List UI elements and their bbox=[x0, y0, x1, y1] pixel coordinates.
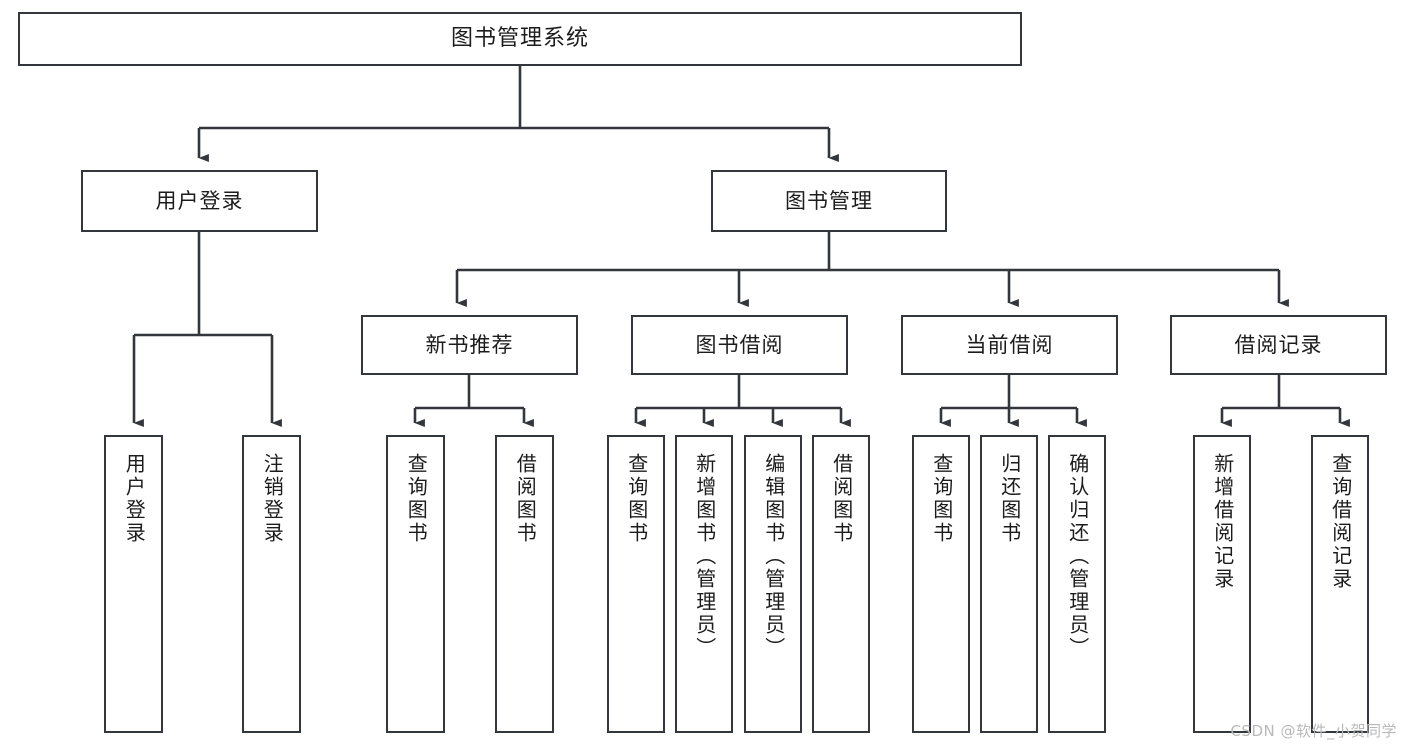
leaf-query-borrow-record[interactable]: 查询借阅记录 bbox=[1311, 435, 1369, 733]
leaf-label: 编辑图书（管理员） bbox=[761, 453, 786, 660]
node-label: 新书推荐 bbox=[425, 332, 514, 357]
leaf-edit-book-admin[interactable]: 编辑图书（管理员） bbox=[744, 435, 802, 733]
node-label: 图书借阅 bbox=[695, 332, 784, 357]
leaf-label: 查询图书 bbox=[404, 453, 429, 545]
leaf-return-book[interactable]: 归还图书 bbox=[980, 435, 1038, 733]
node-label: 图书管理 bbox=[785, 188, 873, 213]
leaf-label: 新增借阅记录 bbox=[1210, 453, 1235, 591]
leaf-label: 新增图书（管理员） bbox=[692, 453, 717, 660]
leaf-label: 注销登录 bbox=[260, 453, 285, 545]
leaf-query-book-recommend[interactable]: 查询图书 bbox=[386, 435, 445, 733]
node-book-manage[interactable]: 图书管理 bbox=[711, 170, 947, 232]
leaf-borrow-book[interactable]: 借阅图书 bbox=[812, 435, 870, 733]
node-root-book-management-system[interactable]: 图书管理系统 bbox=[18, 12, 1022, 66]
leaf-label: 查询图书 bbox=[929, 453, 954, 545]
node-label: 用户登录 bbox=[155, 188, 244, 213]
leaf-logout[interactable]: 注销登录 bbox=[242, 435, 301, 733]
leaf-label: 查询图书 bbox=[624, 453, 649, 545]
leaf-label: 借阅图书 bbox=[829, 453, 854, 545]
leaf-borrow-book-recommend[interactable]: 借阅图书 bbox=[495, 435, 554, 733]
leaf-user-login[interactable]: 用户登录 bbox=[104, 435, 163, 733]
leaf-query-book-borrow[interactable]: 查询图书 bbox=[607, 435, 665, 733]
leaf-query-book-current[interactable]: 查询图书 bbox=[912, 435, 970, 733]
node-current-borrow[interactable]: 当前借阅 bbox=[901, 315, 1118, 375]
leaf-add-book-admin[interactable]: 新增图书（管理员） bbox=[675, 435, 733, 733]
leaf-label: 借阅图书 bbox=[513, 453, 538, 545]
node-new-book-recommend[interactable]: 新书推荐 bbox=[361, 315, 578, 375]
leaf-label: 查询借阅记录 bbox=[1328, 453, 1353, 591]
node-label: 当前借阅 bbox=[965, 332, 1054, 357]
node-borrow-record[interactable]: 借阅记录 bbox=[1170, 315, 1387, 375]
leaf-confirm-return-admin[interactable]: 确认归还（管理员） bbox=[1048, 435, 1106, 733]
leaf-label: 确认归还（管理员） bbox=[1065, 453, 1090, 660]
node-label: 图书管理系统 bbox=[450, 26, 589, 51]
leaf-label: 用户登录 bbox=[122, 453, 147, 545]
node-book-borrow[interactable]: 图书借阅 bbox=[631, 315, 848, 375]
csdn-watermark: CSDN @软件_小贺同学 bbox=[1230, 722, 1397, 740]
leaf-label: 归还图书 bbox=[997, 453, 1022, 545]
leaf-add-borrow-record[interactable]: 新增借阅记录 bbox=[1193, 435, 1251, 733]
node-label: 借阅记录 bbox=[1234, 332, 1323, 357]
node-user-login[interactable]: 用户登录 bbox=[81, 170, 318, 232]
